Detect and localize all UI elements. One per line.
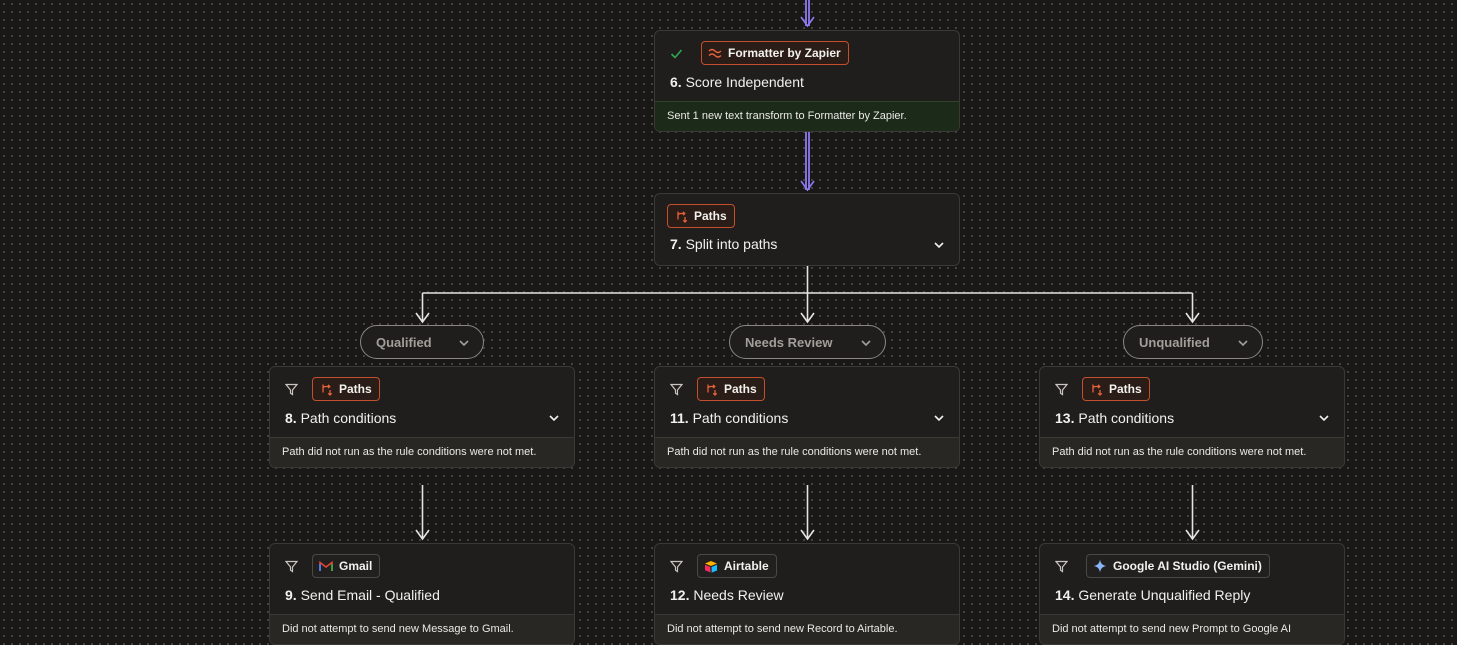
app-badge-google-ai-studio: Google AI Studio (Gemini): [1086, 554, 1270, 578]
app-badge-label: Formatter by Zapier: [728, 46, 841, 60]
app-badge-paths: Paths: [697, 377, 765, 401]
step-title: 6. Score Independent: [670, 74, 804, 90]
connector-branch-split: [415, 266, 1200, 324]
step-number: 8.: [285, 410, 297, 426]
chevron-down-icon: [1237, 337, 1249, 349]
step-number: 6.: [670, 74, 682, 90]
app-badge-label: Paths: [339, 382, 372, 396]
chevron-down-icon: [860, 337, 872, 349]
connector-into-step-6: [800, 0, 815, 28]
app-badge-label: Google AI Studio (Gemini): [1113, 559, 1262, 573]
app-badge-label: Paths: [694, 209, 727, 223]
chevron-down-icon[interactable]: [1318, 412, 1330, 424]
step-9-card[interactable]: Gmail 9. Send Email - Qualified Did not …: [269, 543, 575, 645]
airtable-icon: [704, 559, 718, 573]
connector-step-6-to-7: [800, 130, 815, 192]
app-badge-paths: Paths: [312, 377, 380, 401]
step-name: Path conditions: [1078, 410, 1175, 426]
step-status-message: Did not attempt to send new Record to Ai…: [655, 614, 959, 644]
chevron-down-icon[interactable]: [933, 239, 945, 251]
step-name: Needs Review: [693, 587, 784, 603]
filter-icon: [1054, 559, 1068, 573]
connector-path-to-action: [415, 485, 1200, 541]
filter-icon: [669, 382, 683, 396]
app-badge-label: Airtable: [724, 559, 769, 573]
path-pill-unqualified[interactable]: Unqualified: [1123, 325, 1263, 359]
path-pill-needs-review[interactable]: Needs Review: [729, 325, 886, 359]
check-icon: [669, 46, 683, 60]
chevron-down-icon[interactable]: [933, 412, 945, 424]
filter-icon: [284, 382, 298, 396]
step-number: 14.: [1055, 587, 1075, 603]
gmail-icon: [319, 559, 333, 573]
step-name: Generate Unqualified Reply: [1078, 587, 1251, 603]
step-title: 14. Generate Unqualified Reply: [1055, 587, 1250, 603]
step-title: 8. Path conditions: [285, 410, 396, 426]
step-status-message: Did not attempt to send new Prompt to Go…: [1040, 614, 1344, 644]
path-pill-label: Qualified: [376, 334, 432, 350]
step-14-card[interactable]: Google AI Studio (Gemini) 14. Generate U…: [1039, 543, 1345, 645]
step-title: 7. Split into paths: [670, 236, 777, 252]
paths-icon: [704, 382, 718, 396]
paths-icon: [1089, 382, 1103, 396]
paths-icon: [319, 382, 333, 396]
step-7-card[interactable]: Paths 7. Split into paths: [654, 193, 960, 266]
step-status-message: Path did not run as the rule conditions …: [270, 437, 574, 467]
step-number: 11.: [670, 410, 689, 426]
chevron-down-icon: [458, 337, 470, 349]
step-status-message: Path did not run as the rule conditions …: [655, 437, 959, 467]
step-title: 11. Path conditions: [670, 410, 788, 426]
step-number: 9.: [285, 587, 297, 603]
path-pill-qualified[interactable]: Qualified: [360, 325, 484, 359]
step-8-card[interactable]: Paths 8. Path conditions Path did not ru…: [269, 366, 575, 468]
app-badge-label: Paths: [724, 382, 757, 396]
step-name: Path conditions: [300, 410, 397, 426]
step-title: 9. Send Email - Qualified: [285, 587, 440, 603]
path-pill-label: Unqualified: [1139, 334, 1210, 350]
app-badge-formatter: Formatter by Zapier: [701, 41, 849, 65]
app-badge-label: Paths: [1109, 382, 1142, 396]
step-status-message: Did not attempt to send new Message to G…: [270, 614, 574, 644]
path-pill-label: Needs Review: [745, 334, 833, 350]
app-badge-paths: Paths: [1082, 377, 1150, 401]
step-number: 7.: [670, 236, 682, 252]
step-name: Score Independent: [685, 74, 804, 90]
step-12-card[interactable]: Airtable 12. Needs Review Did not attemp…: [654, 543, 960, 645]
step-11-card[interactable]: Paths 11. Path conditions Path did not r…: [654, 366, 960, 468]
step-title: 13. Path conditions: [1055, 410, 1174, 426]
step-name: Split into paths: [685, 236, 778, 252]
step-number: 13.: [1055, 410, 1075, 426]
step-name: Path conditions: [692, 410, 789, 426]
formatter-icon: [708, 46, 722, 60]
step-13-card[interactable]: Paths 13. Path conditions Path did not r…: [1039, 366, 1345, 468]
chevron-down-icon[interactable]: [548, 412, 560, 424]
gemini-icon: [1093, 559, 1107, 573]
filter-icon: [284, 559, 298, 573]
app-badge-airtable: Airtable: [697, 554, 777, 578]
step-name: Send Email - Qualified: [300, 587, 440, 603]
step-number: 12.: [670, 587, 690, 603]
app-badge-paths: Paths: [667, 204, 735, 228]
app-badge-gmail: Gmail: [312, 554, 381, 578]
filter-icon: [669, 559, 683, 573]
step-status-message: Sent 1 new text transform to Formatter b…: [655, 101, 959, 131]
paths-icon: [674, 209, 688, 223]
filter-icon: [1054, 382, 1068, 396]
app-badge-label: Gmail: [339, 559, 373, 573]
step-title: 12. Needs Review: [670, 587, 784, 603]
step-6-card[interactable]: Formatter by Zapier 6. Score Independent…: [654, 30, 960, 132]
step-status-message: Path did not run as the rule conditions …: [1040, 437, 1344, 467]
